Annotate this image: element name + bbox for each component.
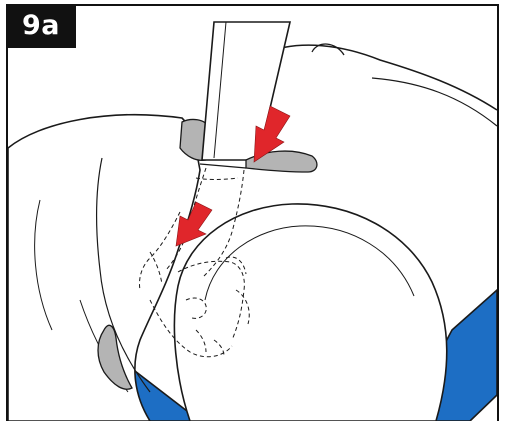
figure-frame — [6, 4, 499, 421]
step-label: 9a — [6, 4, 76, 48]
